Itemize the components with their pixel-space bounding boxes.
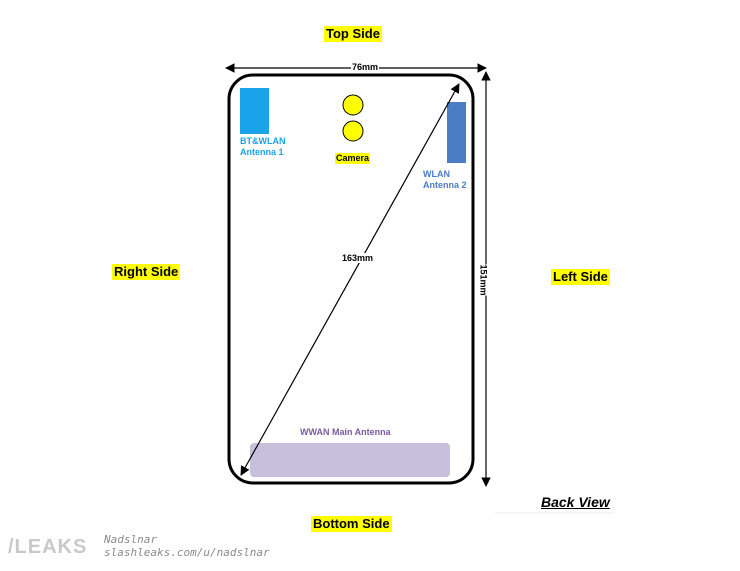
watermark-user: Nadslnar: [104, 533, 157, 546]
bt-wlan-antenna-1-block: [240, 88, 269, 134]
camera-label: Camera: [335, 153, 371, 164]
wwan-main-antenna-label: WWAN Main Antenna: [300, 427, 391, 437]
watermark-text: Nadslnar slashleaks.com/u/nadslnar: [104, 533, 270, 559]
wwan-main-antenna-block: [250, 443, 450, 477]
diagonal-dimension-line: [240, 83, 460, 476]
camera-lens-top: [342, 94, 364, 116]
slashleaks-logo: /LEAKS: [8, 536, 88, 558]
right-side-label: Right Side: [112, 264, 181, 280]
top-side-label: Top Side: [324, 26, 382, 42]
height-dimension-label: 151mm: [478, 264, 489, 296]
wlan-antenna-2-line2: Antenna 2: [423, 180, 467, 190]
bt-wlan-antenna-1-line1: BT&WLAN: [240, 136, 286, 146]
wlan-antenna-2-line1: WLAN: [423, 169, 450, 179]
camera-lens-bottom: [342, 120, 364, 142]
wlan-antenna-2-label: WLAN Antenna 2: [423, 169, 467, 191]
width-dimension-label: 76mm: [351, 62, 380, 72]
bt-wlan-antenna-1-label: BT&WLAN Antenna 1: [240, 136, 286, 158]
bottom-side-label: Bottom Side: [311, 516, 392, 532]
left-side-label: Left Side: [551, 269, 610, 285]
bt-wlan-antenna-1-line2: Antenna 1: [240, 147, 284, 157]
wlan-antenna-2-block: [447, 102, 466, 163]
back-view-label: Back View: [541, 494, 610, 510]
watermark-url: slashleaks.com/u/nadslnar: [104, 546, 270, 559]
phone-outline: [227, 73, 475, 485]
diagonal-dimension-label: 163mm: [342, 253, 374, 263]
